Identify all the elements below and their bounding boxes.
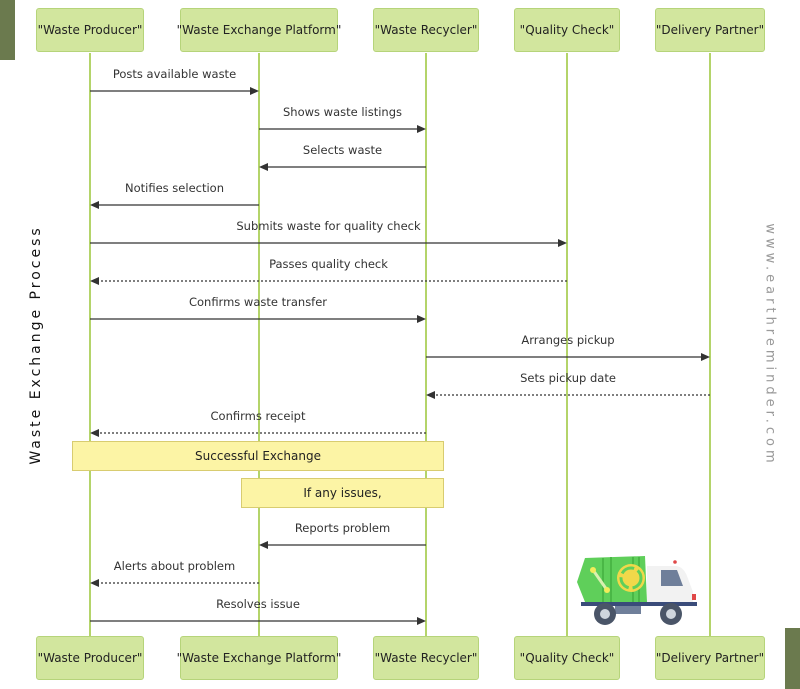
message-arrowhead-icon xyxy=(558,239,567,247)
message-arrowhead-icon xyxy=(426,391,435,399)
message-label: Alerts about problem xyxy=(113,559,236,573)
message-label: Notifies selection xyxy=(125,181,224,195)
message-label: Confirms waste transfer xyxy=(188,295,328,309)
actor-top-recycler[interactable]: "Waste Recycler" xyxy=(373,8,479,52)
corner-accent-top-left xyxy=(0,0,15,60)
actor-bottom-delivery[interactable]: "Delivery Partner" xyxy=(655,636,765,680)
message-arrowhead-icon xyxy=(417,617,426,625)
message-label: Resolves issue xyxy=(216,597,300,611)
actor-top-quality[interactable]: "Quality Check" xyxy=(514,8,620,52)
message-arrowhead-icon xyxy=(90,579,99,587)
actor-bottom-producer[interactable]: "Waste Producer" xyxy=(36,636,144,680)
message-arrowhead-icon xyxy=(90,429,99,437)
message-arrowhead-icon xyxy=(701,353,710,361)
actor-top-platform[interactable]: "Waste Exchange Platform" xyxy=(177,8,341,52)
message-label: Reports problem xyxy=(294,521,391,535)
message-label: Submits waste for quality check xyxy=(236,219,421,233)
message-arrowhead-icon xyxy=(259,163,268,171)
message-arrowhead-icon xyxy=(417,125,426,133)
lifeline-recycler xyxy=(425,53,427,636)
lifeline-platform xyxy=(258,53,260,636)
message-label: Sets pickup date xyxy=(520,371,616,385)
message-label: Shows waste listings xyxy=(282,105,403,119)
message-arrowhead-icon xyxy=(417,315,426,323)
message-arrowhead-icon xyxy=(259,541,268,549)
lifeline-quality xyxy=(566,53,568,636)
message-label: Posts available waste xyxy=(112,67,237,81)
message-label: Passes quality check xyxy=(269,257,388,271)
actor-bottom-recycler[interactable]: "Waste Recycler" xyxy=(373,636,479,680)
note-successful-exchange: Successful Exchange xyxy=(72,441,444,471)
note-if-any-issues: If any issues, xyxy=(241,478,444,508)
message-arrowhead-icon xyxy=(90,277,99,285)
lifeline-producer xyxy=(89,53,91,636)
message-arrowhead-icon xyxy=(90,201,99,209)
actor-top-delivery[interactable]: "Delivery Partner" xyxy=(655,8,765,52)
lifeline-delivery xyxy=(709,53,711,636)
actor-bottom-platform[interactable]: "Waste Exchange Platform" xyxy=(177,636,341,680)
message-label: Arranges pickup xyxy=(521,333,615,347)
message-label: Selects waste xyxy=(302,143,383,157)
garbage-truck-icon xyxy=(577,556,697,625)
actor-top-producer[interactable]: "Waste Producer" xyxy=(36,8,144,52)
actor-bottom-quality[interactable]: "Quality Check" xyxy=(514,636,620,680)
message-arrowhead-icon xyxy=(250,87,259,95)
corner-accent-bottom-right xyxy=(785,628,800,689)
message-label: Confirms receipt xyxy=(210,409,306,423)
